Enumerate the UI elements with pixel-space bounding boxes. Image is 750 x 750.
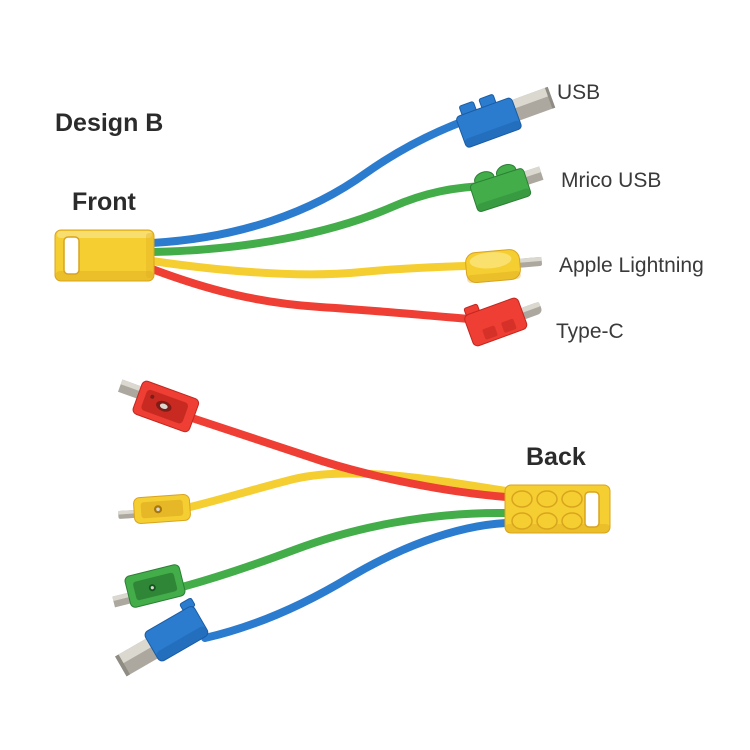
micro-usb-cable-back [178, 508, 510, 591]
micro-usb-body [469, 168, 532, 212]
lightning-label: Apple Lightning [559, 254, 704, 277]
back-hub-stud [511, 490, 533, 508]
type-c-stud [501, 318, 517, 333]
lightning-cavity [140, 499, 184, 519]
micro-usb-cable-front [148, 182, 490, 256]
back-hub-keyring-slot [584, 491, 600, 528]
type-c-cable-back [188, 414, 510, 501]
micro-usb-label: Mrico USB [561, 169, 662, 192]
front-hub-brick [54, 229, 155, 282]
front-hub-shade [55, 271, 154, 281]
type-c-cable-front [148, 265, 484, 324]
front-hub-keyring-slot [63, 236, 80, 275]
back-view [112, 379, 611, 677]
back-hub-stud [536, 512, 558, 530]
type-c-label: Type-C [556, 320, 624, 343]
back-hub-stud [536, 490, 558, 508]
front-hub-highlight [57, 231, 152, 238]
micro-usb-connector-back [112, 564, 186, 608]
back-hub-brick [504, 484, 611, 534]
lightning-cable-back [182, 469, 510, 512]
usb-body-back [144, 606, 209, 662]
front-hub-side-shade [146, 233, 154, 278]
design-title: Design B [55, 109, 164, 137]
usb-connector-back [115, 597, 209, 677]
usb-connector-front [456, 86, 556, 148]
usb-cable-front [148, 114, 476, 247]
front-label: Front [72, 188, 136, 216]
back-hub-stud [561, 490, 583, 508]
usb-label: USB [557, 81, 601, 104]
back-label: Back [526, 443, 586, 471]
type-c-stud [482, 325, 498, 340]
type-c-connector-back [117, 379, 200, 433]
back-hub-stud [561, 512, 583, 530]
back-hub-stud [511, 512, 533, 530]
lightning-cable-front [148, 257, 490, 279]
lightning-connector-front [465, 249, 542, 284]
type-c-body [464, 297, 528, 347]
back-hub-shade [505, 524, 610, 533]
front-view [54, 86, 556, 347]
usb-body [456, 97, 522, 148]
usb-cable-back [201, 519, 510, 642]
type-c-connector-front [463, 297, 542, 347]
micro-usb-connector-front [469, 164, 544, 212]
lightning-connector-back [118, 493, 191, 525]
